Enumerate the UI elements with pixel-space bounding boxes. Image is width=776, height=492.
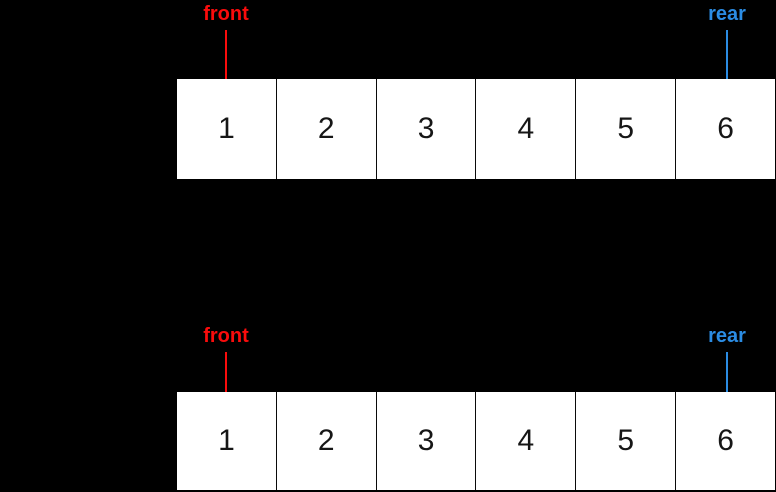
front-marker-diamond-icon — [220, 405, 232, 417]
queue-cell: 4 — [476, 79, 577, 179]
front-pointer-stem — [220, 30, 232, 95]
queue-row: 1 2 3 4 5 6 — [177, 392, 775, 490]
queue-row: 1 2 3 4 5 6 — [177, 79, 775, 179]
queue-cell: 2 — [277, 392, 377, 490]
rear-marker-diamond-icon — [721, 405, 733, 417]
queue-cell: 3 — [377, 79, 477, 179]
queue-cell: 3 — [377, 392, 477, 490]
front-marker-diamond-icon — [220, 83, 232, 95]
rear-marker-diamond-icon — [721, 83, 733, 95]
cell-value: 2 — [317, 424, 335, 457]
front-pointer-label: front — [203, 325, 249, 347]
cell-value: 1 — [218, 112, 235, 145]
queue-cell: 6 — [676, 79, 775, 179]
cell-value: 4 — [517, 112, 535, 145]
cell-value: 6 — [717, 424, 734, 457]
cell-value: 3 — [417, 424, 435, 457]
front-pointer-stem — [220, 352, 232, 417]
queue-cell: 1 — [177, 392, 277, 490]
rear-pointer-label: rear — [708, 3, 746, 25]
queue-cell: 5 — [576, 79, 677, 179]
cell-value: 2 — [317, 112, 335, 145]
rear-pointer-label: rear — [708, 325, 746, 347]
queue-cell: 6 — [676, 392, 775, 490]
cell-value: 4 — [517, 424, 535, 457]
cell-value: 5 — [617, 112, 635, 145]
cell-value: 5 — [617, 424, 635, 457]
cell-value: 3 — [417, 112, 435, 145]
queue-cell: 2 — [277, 79, 377, 179]
queue-cell: 4 — [476, 392, 577, 490]
rear-pointer-stem — [721, 30, 733, 95]
cell-value: 6 — [717, 112, 734, 145]
rear-pointer-stem — [721, 352, 733, 417]
queue-cell: 5 — [576, 392, 677, 490]
queue-cell: 1 — [177, 79, 277, 179]
cell-value: 1 — [218, 424, 235, 457]
front-pointer-label: front — [203, 3, 249, 25]
